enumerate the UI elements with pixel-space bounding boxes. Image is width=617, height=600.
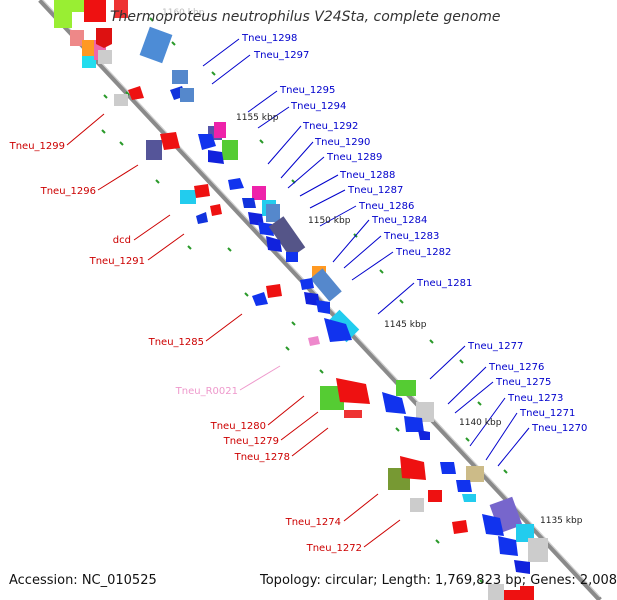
gene-label: Tneu_1287 (347, 185, 403, 196)
rna-leader (239, 365, 281, 391)
gene-label: Tneu_1292 (302, 121, 358, 132)
gene-label: Tneu_1298 (241, 33, 297, 44)
scale-label-1160: 1160 kbp (162, 8, 205, 18)
gene-label: Tneu_1279 (223, 436, 279, 447)
gene-blocks-top (54, 0, 128, 68)
topology-label: Topology: circular; Length: 1,769,823 bp… (260, 573, 617, 588)
gene-label: Tneu_1281 (416, 278, 472, 289)
accession-label: Accession: NC_010525 (9, 573, 157, 588)
gene-label: Tneu_1289 (326, 152, 382, 163)
gene-label: Tneu_1277 (467, 341, 523, 352)
gene-label: Tneu_1290 (314, 137, 370, 148)
genome-map: 1160 kbp 1155 kbp 1150 kbp 1145 kbp 1140… (9, 0, 602, 600)
reverse-gene-labels: Tneu_1299 Tneu_1296 dcd Tneu_1291 Tneu_1… (9, 141, 362, 554)
gene-label: Tneu_1284 (371, 215, 427, 226)
gene-label: Tneu_1271 (519, 408, 575, 419)
scale-label-1140: 1140 kbp (459, 418, 502, 428)
gene-label: Tneu_1275 (495, 377, 551, 388)
forward-leaders (202, 38, 530, 467)
gene-label: Tneu_1295 (279, 85, 335, 96)
reverse-leaders (66, 113, 401, 548)
gene-label: Tneu_1285 (148, 337, 204, 348)
gene-label: Tneu_1272 (306, 543, 362, 554)
gene-label: Tneu_1291 (89, 256, 145, 267)
gene-label: Tneu_1273 (507, 393, 563, 404)
gene-label: Tneu_1280 (210, 421, 266, 432)
scale-label-1155: 1155 kbp (236, 113, 279, 123)
gene-label: Tneu_1297 (253, 50, 309, 61)
gene-label: Tneu_1270 (531, 423, 587, 434)
gene-label: Tneu_1288 (339, 170, 395, 181)
reverse-gene-glyphs (114, 86, 534, 600)
forward-gene-glyphs (139, 26, 548, 574)
scale-labels: 1160 kbp 1155 kbp 1150 kbp 1145 kbp 1140… (162, 8, 583, 526)
gene-label: Tneu_1299 (9, 141, 65, 152)
map-title: Thermoproteus neutrophilus V24Sta, compl… (110, 9, 501, 25)
gene-label: Tneu_1276 (488, 362, 544, 373)
gene-label: Tneu_1283 (383, 231, 439, 242)
forward-gene-labels: Tneu_1298 Tneu_1297 Tneu_1295 Tneu_1294 … (241, 33, 587, 434)
gene-label: Tneu_1294 (290, 101, 346, 112)
gene-label: Tneu_1296 (40, 186, 96, 197)
scale-label-1145: 1145 kbp (384, 320, 427, 330)
gene-label: Tneu_1282 (395, 247, 451, 258)
gene-label: Tneu_1278 (234, 452, 290, 463)
scale-label-1135: 1135 kbp (540, 516, 583, 526)
gene-label: dcd (113, 235, 131, 246)
gene-label: Tneu_1274 (285, 517, 341, 528)
gene-label-rna: Tneu_R0021 (175, 386, 238, 397)
gene-label: Tneu_1286 (358, 201, 414, 212)
scale-label-1150: 1150 kbp (308, 216, 351, 226)
